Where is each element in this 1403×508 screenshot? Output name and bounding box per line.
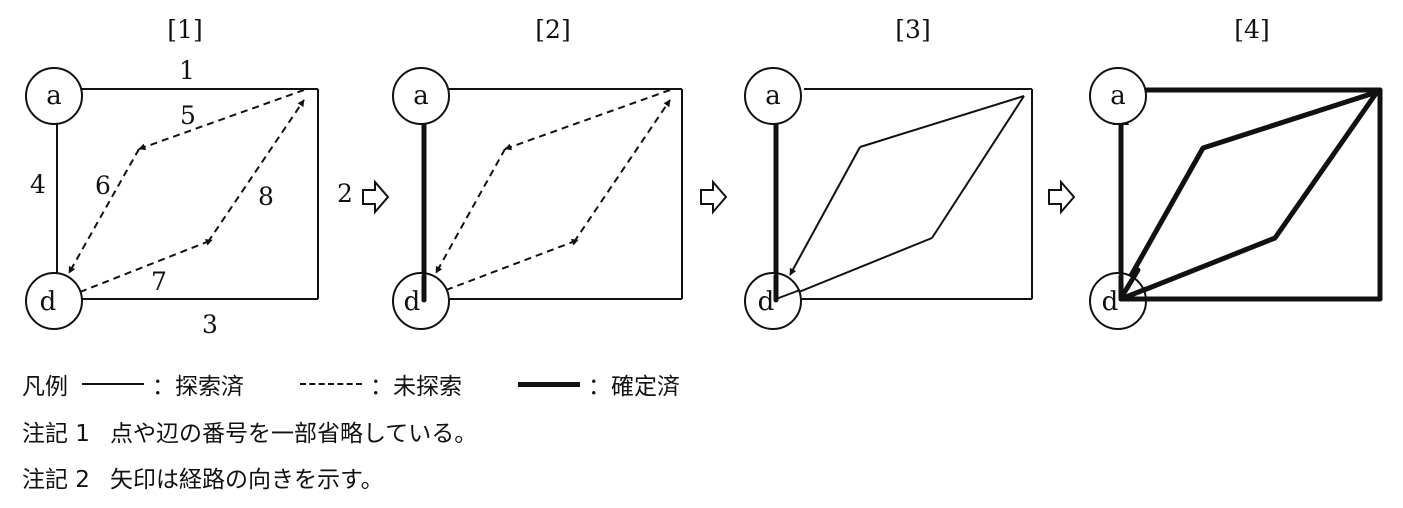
edge-7	[783, 237, 933, 299]
edge-7	[79, 239, 213, 293]
panel-3: [3] a d	[744, 15, 1033, 330]
panel-1: [1] a d 1 2 3 4 5 6 7 8	[25, 15, 353, 339]
node-d-label: d	[1102, 287, 1119, 317]
legend-title: 凡例	[22, 374, 68, 400]
edge-7-8	[1121, 89, 1380, 301]
node-a-label: a	[413, 81, 429, 111]
legend-label-explored: ：探索済	[152, 374, 244, 400]
node-a-label: a	[1110, 81, 1126, 111]
next-step-arrow-icon	[700, 179, 728, 215]
note-1-label: 注記 1	[22, 421, 90, 447]
legend-swatch-confirmed	[518, 381, 580, 387]
legend-label-confirmed: ：確定済	[588, 374, 680, 400]
node-a	[392, 67, 450, 125]
panel-2: [2] a d	[392, 15, 683, 330]
panel-1-title: [1]	[167, 15, 202, 44]
edge-3-label: 3	[202, 310, 218, 339]
edge-6	[789, 146, 861, 276]
edge-5-label: 5	[180, 101, 196, 130]
panel-4: [4] a d	[1089, 15, 1383, 330]
panel-4-title: [4]	[1234, 15, 1269, 44]
edge-2-label: 2	[337, 179, 353, 208]
edge-5-6	[1121, 89, 1380, 291]
node-d	[392, 272, 450, 330]
edge-7-stub	[775, 289, 801, 300]
note-2: 注記 2 矢印は経路の向きを示す。	[22, 460, 384, 494]
node-a-label: a	[46, 81, 62, 111]
legend: 凡例 ：探索済 ：未探索 ：確定済	[22, 367, 680, 401]
edge-8	[207, 99, 305, 243]
edge-6-label: 6	[95, 171, 111, 200]
legend-label-unexplored: ：未探索	[370, 374, 462, 400]
edge-4-label: 4	[30, 170, 46, 199]
node-d-label: d	[404, 287, 421, 317]
edge-5	[138, 89, 305, 151]
edge-5	[859, 95, 1025, 148]
edge-6-stub	[1118, 267, 1141, 301]
edge-8-label: 8	[258, 182, 274, 211]
node-a	[744, 67, 802, 125]
legend-swatch-unexplored	[300, 383, 362, 385]
node-d-label: d	[758, 287, 775, 317]
node-a	[25, 67, 83, 125]
edge-1-label: 1	[179, 56, 195, 85]
note-1: 注記 1 点や辺の番号を一部省略している。	[22, 414, 477, 448]
panel-3-title: [3]	[895, 15, 930, 44]
edge-7-stub	[1118, 286, 1149, 302]
node-a-label: a	[765, 81, 781, 111]
legend-swatch-explored	[82, 383, 144, 385]
edge-7	[445, 238, 579, 291]
edge-8	[573, 99, 671, 243]
note-2-label: 注記 2	[22, 467, 90, 493]
node-d-label: d	[40, 287, 57, 317]
node-a	[1089, 67, 1147, 125]
edge-5	[504, 89, 671, 151]
note-2-text: 矢印は経路の向きを示す。	[109, 467, 384, 493]
node-d	[25, 272, 83, 330]
edge-6	[435, 148, 506, 274]
edge-7-label: 7	[151, 267, 167, 296]
edge-6	[68, 148, 140, 274]
next-step-arrow-icon	[1048, 179, 1076, 215]
edge-8	[931, 95, 1025, 239]
panel-2-title: [2]	[535, 15, 570, 44]
next-step-arrow-icon	[362, 179, 390, 215]
note-1-text: 点や辺の番号を一部省略している。	[109, 421, 478, 447]
node-d	[744, 272, 802, 330]
